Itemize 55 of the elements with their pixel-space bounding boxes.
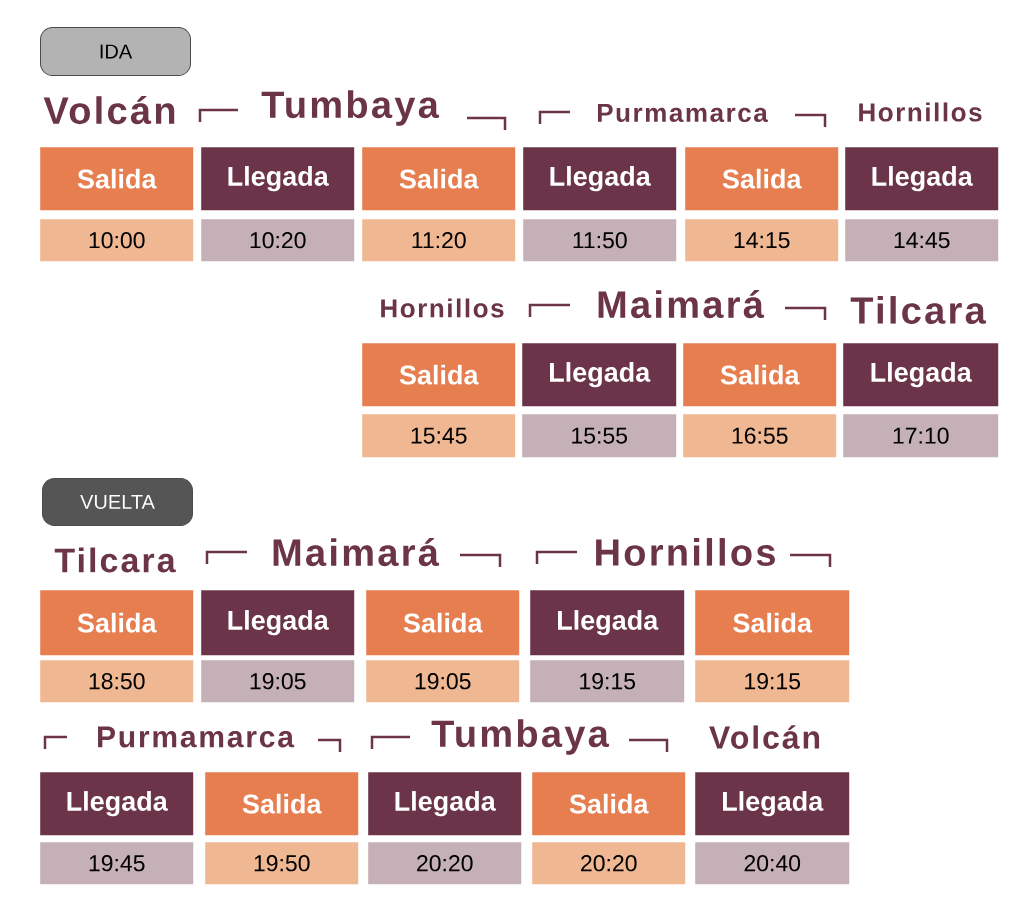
time-cell: 14:15: [685, 219, 839, 262]
time-cell: 19:50: [205, 842, 359, 885]
arrival-header: Llegada: [522, 343, 677, 407]
departure-header: Salida: [40, 147, 194, 211]
departure-header: Salida: [366, 590, 520, 656]
arrival-header: Llegada: [40, 772, 194, 836]
time-cell: 10:00: [40, 219, 194, 262]
place-name: Hornillos: [381, 298, 504, 318]
arrival-header: Llegada: [523, 147, 677, 211]
time-cell: 11:20: [362, 219, 516, 262]
place-name: Hornillos: [596, 538, 775, 566]
time-cell: 19:15: [530, 660, 685, 703]
arrival-header: Llegada: [695, 772, 850, 836]
time-cell: 16:55: [683, 414, 837, 458]
place-name: Maimará: [598, 289, 765, 319]
time-cell: 19:05: [201, 660, 355, 703]
time-cell: 14:45: [845, 219, 999, 262]
departure-header: Salida: [683, 343, 837, 407]
arrival-header: Llegada: [845, 147, 999, 211]
time-cell: 19:05: [366, 660, 520, 703]
place-name: Tilcara: [54, 547, 176, 573]
departure-header: Salida: [362, 343, 516, 407]
section-tab: IDA: [40, 27, 191, 76]
section-tab: VUELTA: [42, 478, 193, 526]
place-name: Volcán: [43, 95, 175, 125]
departure-header: Salida: [685, 147, 839, 211]
time-cell: 20:20: [532, 842, 686, 885]
time-cell: 20:20: [368, 842, 522, 885]
time-cell: 19:45: [40, 842, 194, 885]
time-cell: 17:10: [843, 414, 999, 458]
arrival-header: Llegada: [201, 147, 355, 211]
place-name: Volcán: [709, 725, 820, 749]
time-cell: 15:55: [522, 414, 677, 458]
departure-header: Salida: [362, 147, 516, 211]
departure-header: Salida: [40, 590, 194, 656]
arrival-header: Llegada: [843, 343, 999, 407]
time-cell: 15:45: [362, 414, 516, 458]
place-name: Maimará: [273, 537, 439, 567]
place-name: Tumbaya: [431, 719, 610, 755]
place-name: Purmamarca: [597, 103, 768, 123]
time-cell: 20:40: [695, 842, 850, 885]
time-cell: 10:20: [201, 219, 355, 262]
arrival-header: Llegada: [530, 590, 685, 656]
time-cell: 18:50: [40, 660, 194, 703]
place-name: Tilcara: [850, 296, 986, 324]
place-name: Tumbaya: [261, 90, 440, 126]
place-name: Purmamarca: [98, 726, 295, 748]
departure-header: Salida: [695, 590, 850, 656]
departure-header: Salida: [205, 772, 359, 836]
departure-header: Salida: [532, 772, 686, 836]
place-name: Hornillos: [859, 102, 982, 122]
time-cell: 11:50: [523, 219, 677, 262]
arrival-header: Llegada: [368, 772, 522, 836]
arrival-header: Llegada: [201, 590, 355, 656]
time-cell: 19:15: [695, 660, 850, 703]
